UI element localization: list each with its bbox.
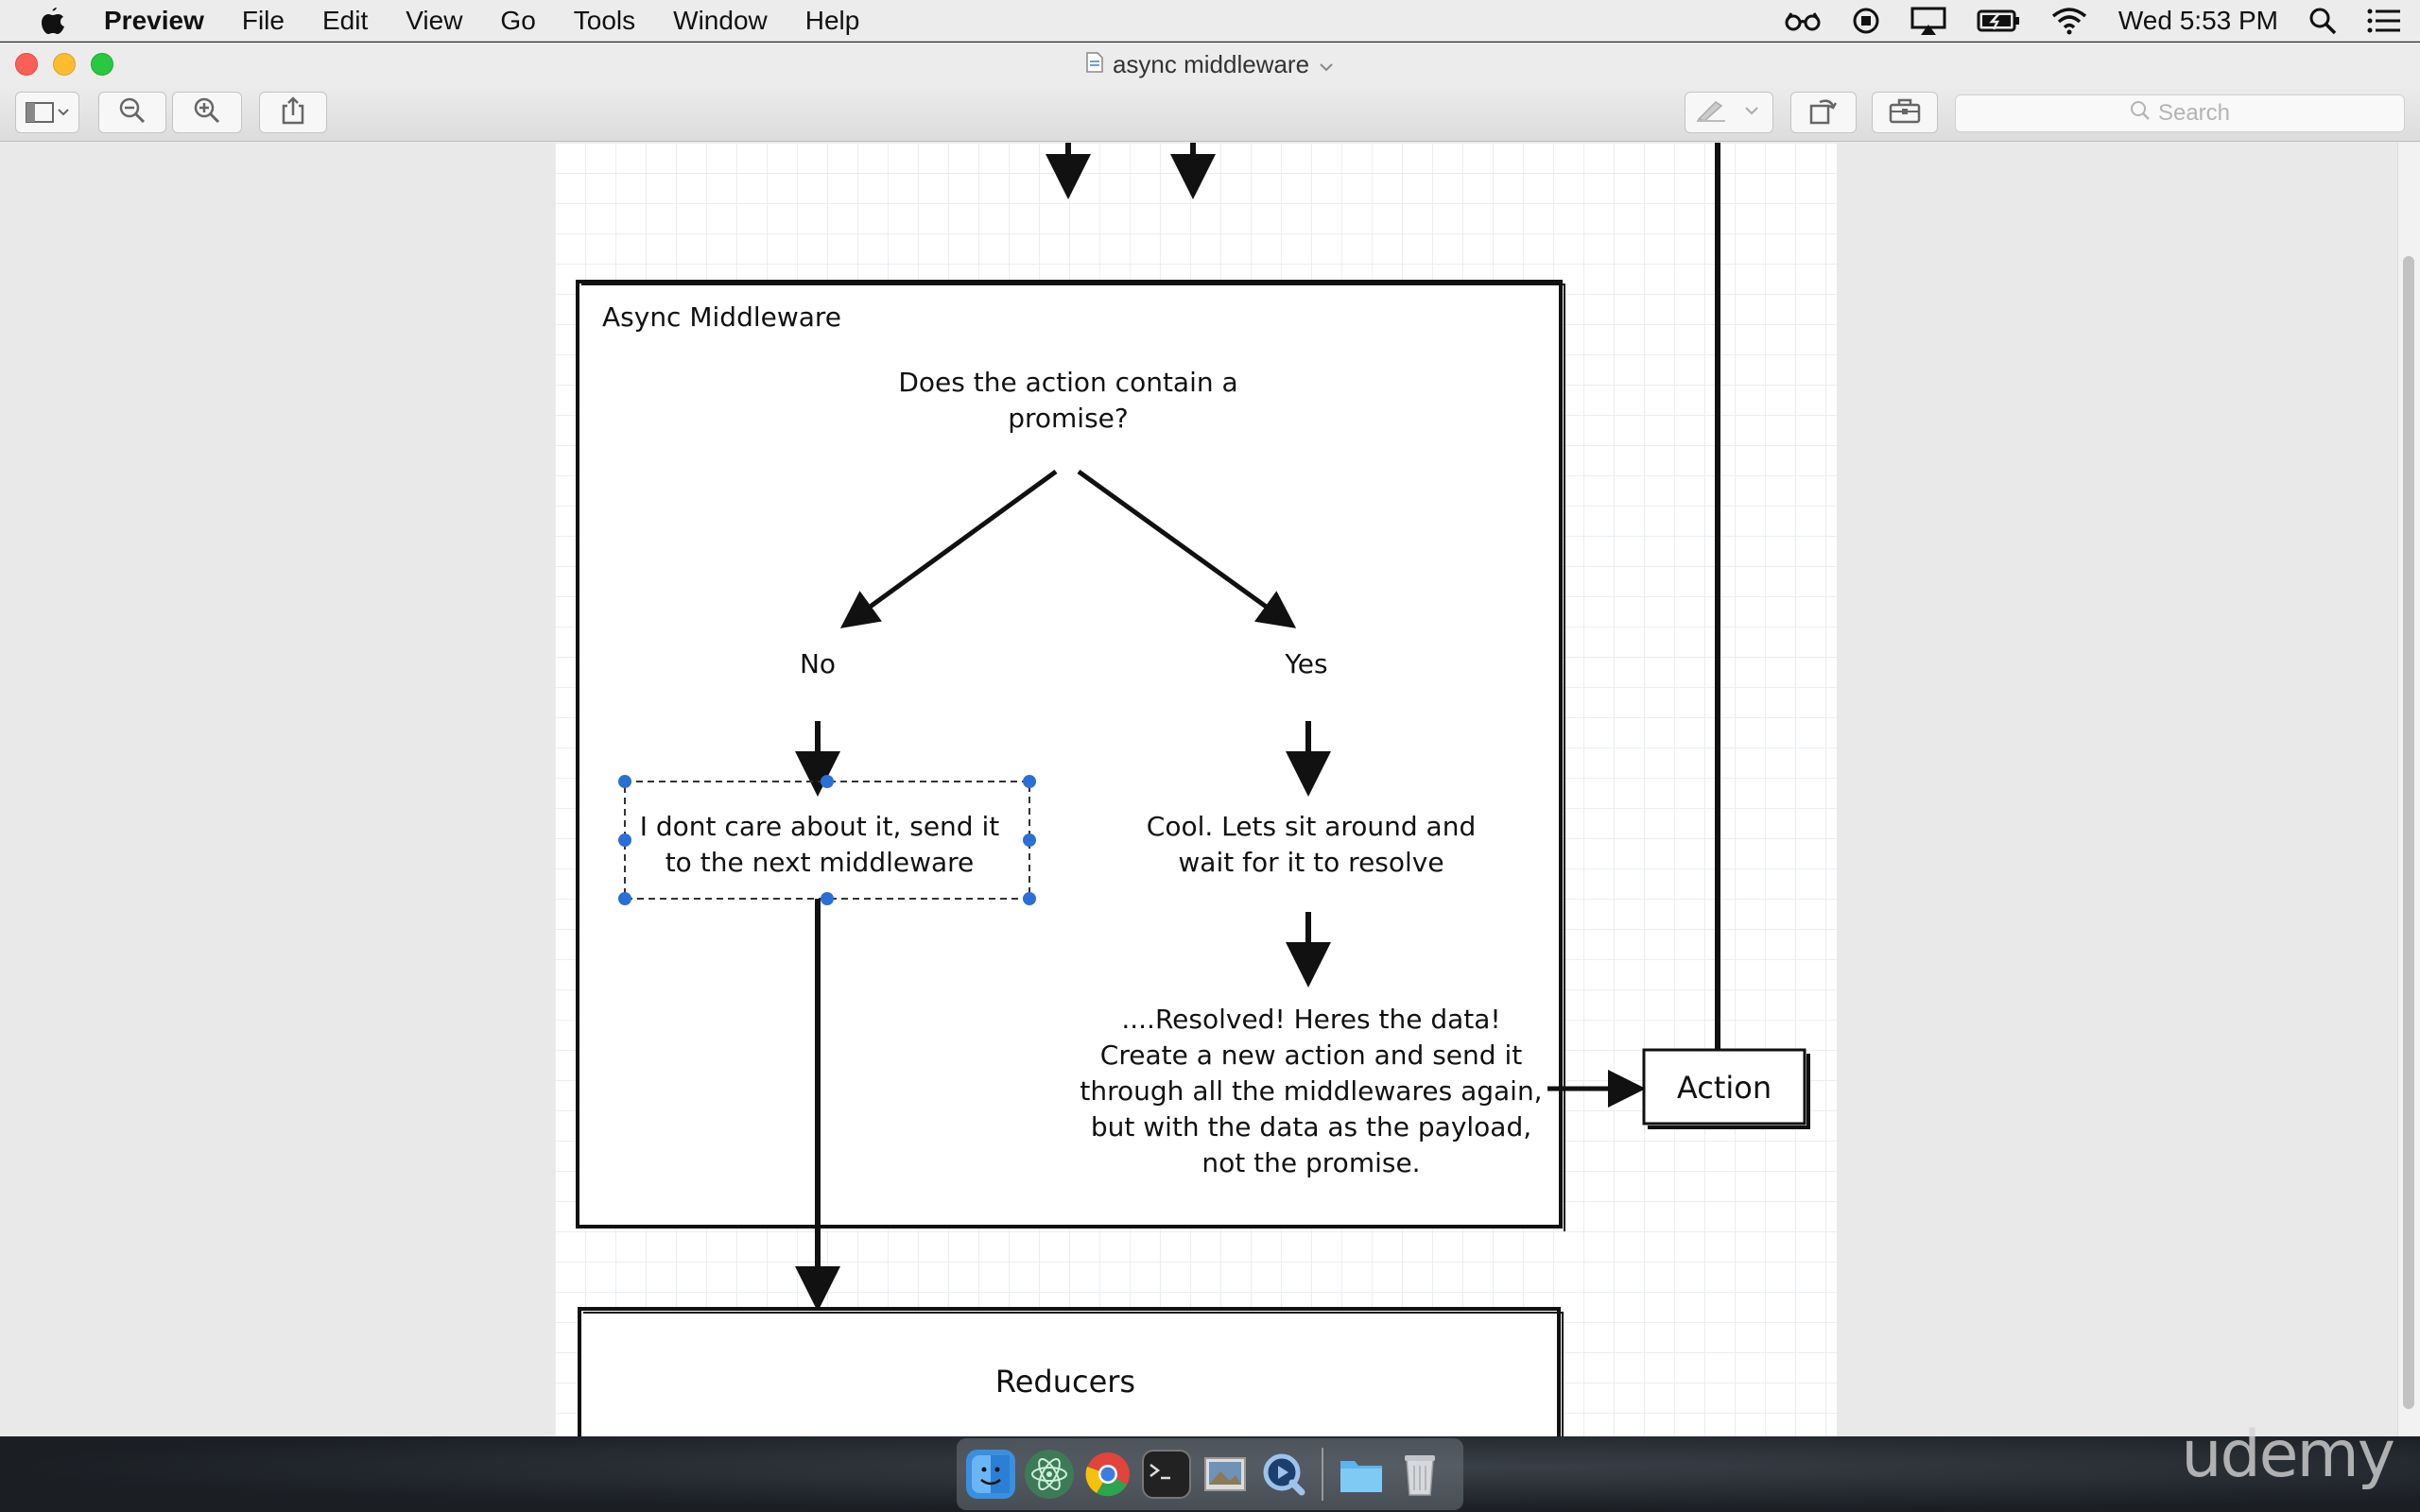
zoom-in-button[interactable]	[172, 92, 242, 133]
reducers-box	[578, 1307, 1561, 1436]
sidebar-toggle-button[interactable]	[15, 92, 79, 133]
async-middleware-box	[576, 280, 1563, 1228]
rotate-button[interactable]	[1790, 92, 1857, 133]
glasses-icon[interactable]	[1784, 9, 1822, 32]
menu-edit[interactable]: Edit	[321, 5, 369, 35]
vertical-scrollbar[interactable]	[2397, 143, 2420, 1436]
selection-handle[interactable]	[618, 775, 631, 788]
resolved-line-5: not the promise.	[1201, 1147, 1420, 1178]
spotlight-search-icon[interactable]	[2308, 7, 2337, 35]
no-branch-arrow	[839, 469, 1058, 628]
menubar-clock[interactable]: Wed 5:53 PM	[2118, 6, 2278, 35]
toolbox-icon	[1889, 97, 1921, 129]
battery-icon[interactable]	[1977, 9, 2020, 33]
udemy-watermark: udemy	[2181, 1418, 2395, 1492]
dock	[957, 1438, 1463, 1510]
search-field[interactable]: Search	[1955, 94, 2405, 132]
share-icon	[281, 95, 305, 129]
selection-handle[interactable]	[618, 892, 631, 905]
document-page: Async Middleware Does the action contain…	[555, 143, 1837, 1436]
search-placeholder: Search	[2157, 100, 2231, 126]
no-label: No	[800, 648, 836, 679]
no-text-line-1: I dont care about it, send it	[640, 811, 1000, 842]
action-box	[1642, 1048, 1806, 1125]
trash-icon[interactable]	[1395, 1450, 1444, 1499]
share-button[interactable]	[259, 92, 327, 133]
folder-icon[interactable]	[1337, 1450, 1386, 1499]
action-label: Action	[1677, 1070, 1772, 1106]
document-viewport[interactable]: Async Middleware Does the action contain…	[0, 143, 2420, 1436]
no-text-line-2: to the next middleware	[666, 847, 975, 878]
box-shadow-edge	[581, 284, 1565, 1231]
selection-handle[interactable]	[1023, 892, 1036, 905]
document-icon	[1086, 50, 1103, 79]
notification-center-icon[interactable]	[2367, 8, 2401, 34]
menu-app-preview[interactable]: Preview	[104, 5, 204, 35]
menu-help[interactable]: Help	[804, 5, 860, 35]
selection-handle[interactable]	[1023, 775, 1036, 788]
menu-go[interactable]: Go	[500, 5, 536, 35]
menu-file[interactable]: File	[241, 5, 285, 35]
menu-tools[interactable]: Tools	[573, 5, 636, 35]
title-bar[interactable]: async middleware	[0, 43, 2420, 85]
zoom-out-button[interactable]	[98, 92, 166, 133]
minimize-window-button[interactable]	[53, 53, 76, 76]
document-title[interactable]: async middleware	[0, 50, 2420, 79]
menu-window[interactable]: Window	[673, 5, 768, 35]
yes-label: Yes	[1284, 648, 1327, 679]
zoom-in-icon	[193, 96, 221, 129]
scrollbar-thumb[interactable]	[2403, 256, 2414, 1409]
yes-text-line-1: Cool. Lets sit around and	[1147, 811, 1476, 842]
selection-handle[interactable]	[821, 892, 834, 905]
terminal-icon[interactable]	[1142, 1450, 1191, 1499]
atom-icon[interactable]	[1025, 1450, 1074, 1499]
markup-toolbox-button[interactable]	[1872, 92, 1938, 133]
resolved-line-4: but with the data as the payload,	[1091, 1111, 1531, 1143]
menu-view[interactable]: View	[406, 5, 463, 35]
flow-diagram: Async Middleware Does the action contain…	[576, 143, 1810, 1436]
fullscreen-window-button[interactable]	[91, 53, 113, 76]
selection-handle[interactable]	[821, 775, 834, 788]
resolved-line-1: ....Resolved! Heres the data!	[1121, 1004, 1500, 1035]
markup-pen-button[interactable]	[1685, 92, 1773, 133]
selection-handle[interactable]	[1023, 833, 1036, 847]
preview-window: async middleware	[0, 43, 2420, 1436]
document-title-text: async middleware	[1112, 50, 1310, 78]
selection-box[interactable]	[618, 775, 1036, 905]
question-line-2: promise?	[1008, 403, 1129, 434]
wifi-icon[interactable]	[2050, 7, 2088, 35]
reducers-label: Reducers	[995, 1364, 1135, 1400]
chrome-icon[interactable]	[1083, 1450, 1132, 1499]
dock-separator	[1322, 1448, 1323, 1501]
yes-text-line-2: wait for it to resolve	[1178, 847, 1443, 878]
resolved-line-3: through all the middlewares again,	[1080, 1075, 1542, 1107]
menu-bar: Preview File Edit View Go Tools Window H…	[0, 0, 2420, 42]
resolved-line-2: Create a new action and send it	[1100, 1040, 1522, 1071]
chevron-down-icon[interactable]	[1319, 50, 1334, 79]
pen-icon	[1693, 98, 1765, 128]
search-icon	[2130, 100, 2151, 128]
rotate-icon	[1808, 96, 1839, 129]
airplay-icon[interactable]	[1910, 7, 1946, 35]
yes-branch-arrow	[1077, 469, 1297, 628]
question-line-1: Does the action contain a	[898, 367, 1237, 398]
toolbar: Search	[0, 85, 2420, 142]
selection-handle[interactable]	[618, 833, 631, 847]
quicktime-icon[interactable]	[1259, 1450, 1308, 1499]
record-icon[interactable]	[1852, 7, 1880, 35]
finder-icon[interactable]	[966, 1450, 1015, 1499]
box-title: Async Middleware	[602, 301, 841, 333]
close-window-button[interactable]	[15, 53, 38, 76]
apple-menu-icon[interactable]	[0, 6, 104, 36]
preview-icon[interactable]	[1201, 1450, 1250, 1499]
zoom-out-icon	[118, 96, 147, 129]
